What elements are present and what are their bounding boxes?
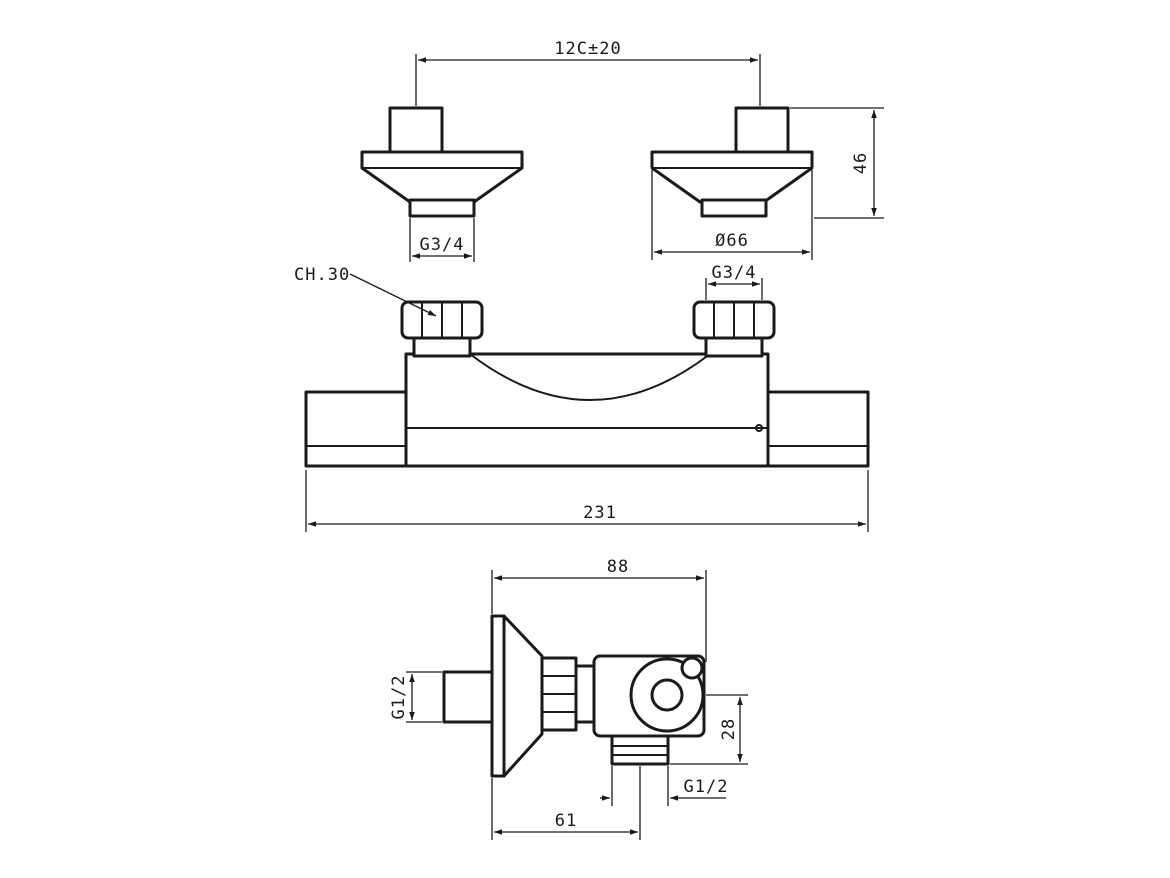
dimension-thread-inlet: G1/2 — [389, 671, 442, 723]
label-thread-g34-right: G3/4 — [712, 263, 757, 283]
dimension-thread-outlet: G1/2 — [600, 766, 729, 806]
label-thread-g12-inlet: G1/2 — [389, 675, 409, 720]
dimension-flange-diameter: Ø66 — [651, 170, 813, 260]
dimension-height-28: 28 — [670, 694, 748, 765]
dimension-offset-61: 61 — [491, 766, 641, 840]
label-thread-g12-outlet: G1/2 — [684, 777, 729, 797]
callout-nut-ch30: CH.30 — [294, 265, 437, 317]
label-flange-diameter: Ø66 — [715, 231, 749, 251]
dimension-thread-left: G3/4 — [409, 218, 475, 262]
dimension-height-46: 46 — [790, 107, 884, 219]
hex-nut-left — [400, 300, 484, 358]
dimension-depth-88: 88 — [491, 557, 707, 662]
label-nut-ch30: CH.30 — [294, 265, 350, 285]
hex-nut-right — [692, 300, 776, 358]
label-eccentric-spacing: 12C±20 — [554, 39, 621, 59]
mixer-side-view — [442, 614, 706, 778]
label-height-46: 46 — [851, 152, 871, 174]
dimension-body-length: 231 — [305, 470, 869, 532]
label-offset-61: 61 — [555, 811, 577, 831]
label-depth-88: 88 — [607, 557, 629, 577]
label-height-28: 28 — [719, 718, 739, 740]
eccentric-connector-right — [650, 106, 814, 218]
eccentric-connector-left — [360, 106, 524, 218]
dimension-thread-right: G3/4 — [705, 263, 763, 300]
mixer-body-front-view — [304, 352, 870, 468]
label-thread-g34-left: G3/4 — [420, 235, 465, 255]
label-body-length-231: 231 — [583, 503, 617, 523]
dimension-eccentric-spacing: 12C±20 — [415, 39, 761, 106]
